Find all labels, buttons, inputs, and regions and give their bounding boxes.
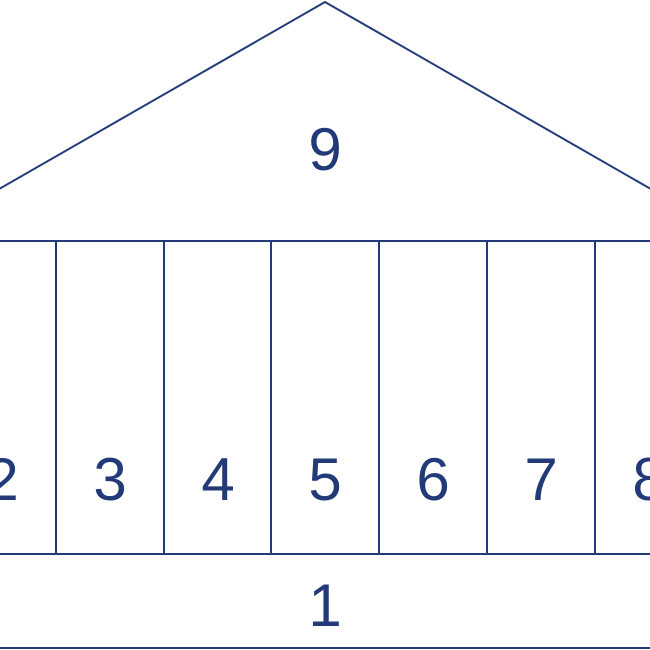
base-label: 1 — [308, 572, 341, 639]
pillar-label-8: 8 — [632, 446, 650, 513]
roof: 9 — [0, 0, 650, 190]
pillar-label-3: 3 — [93, 446, 126, 513]
pillar-label-2: 2 — [0, 446, 19, 513]
pillar-label-5: 5 — [308, 446, 341, 513]
pillar-label-7: 7 — [524, 446, 557, 513]
roof-label: 9 — [308, 116, 341, 183]
base: 1 — [0, 572, 650, 649]
roof-outline — [0, 0, 650, 190]
pillar-label-6: 6 — [416, 446, 449, 513]
pillars: 2 3 4 5 6 7 8 — [0, 241, 650, 554]
pillar-label-4: 4 — [201, 446, 234, 513]
